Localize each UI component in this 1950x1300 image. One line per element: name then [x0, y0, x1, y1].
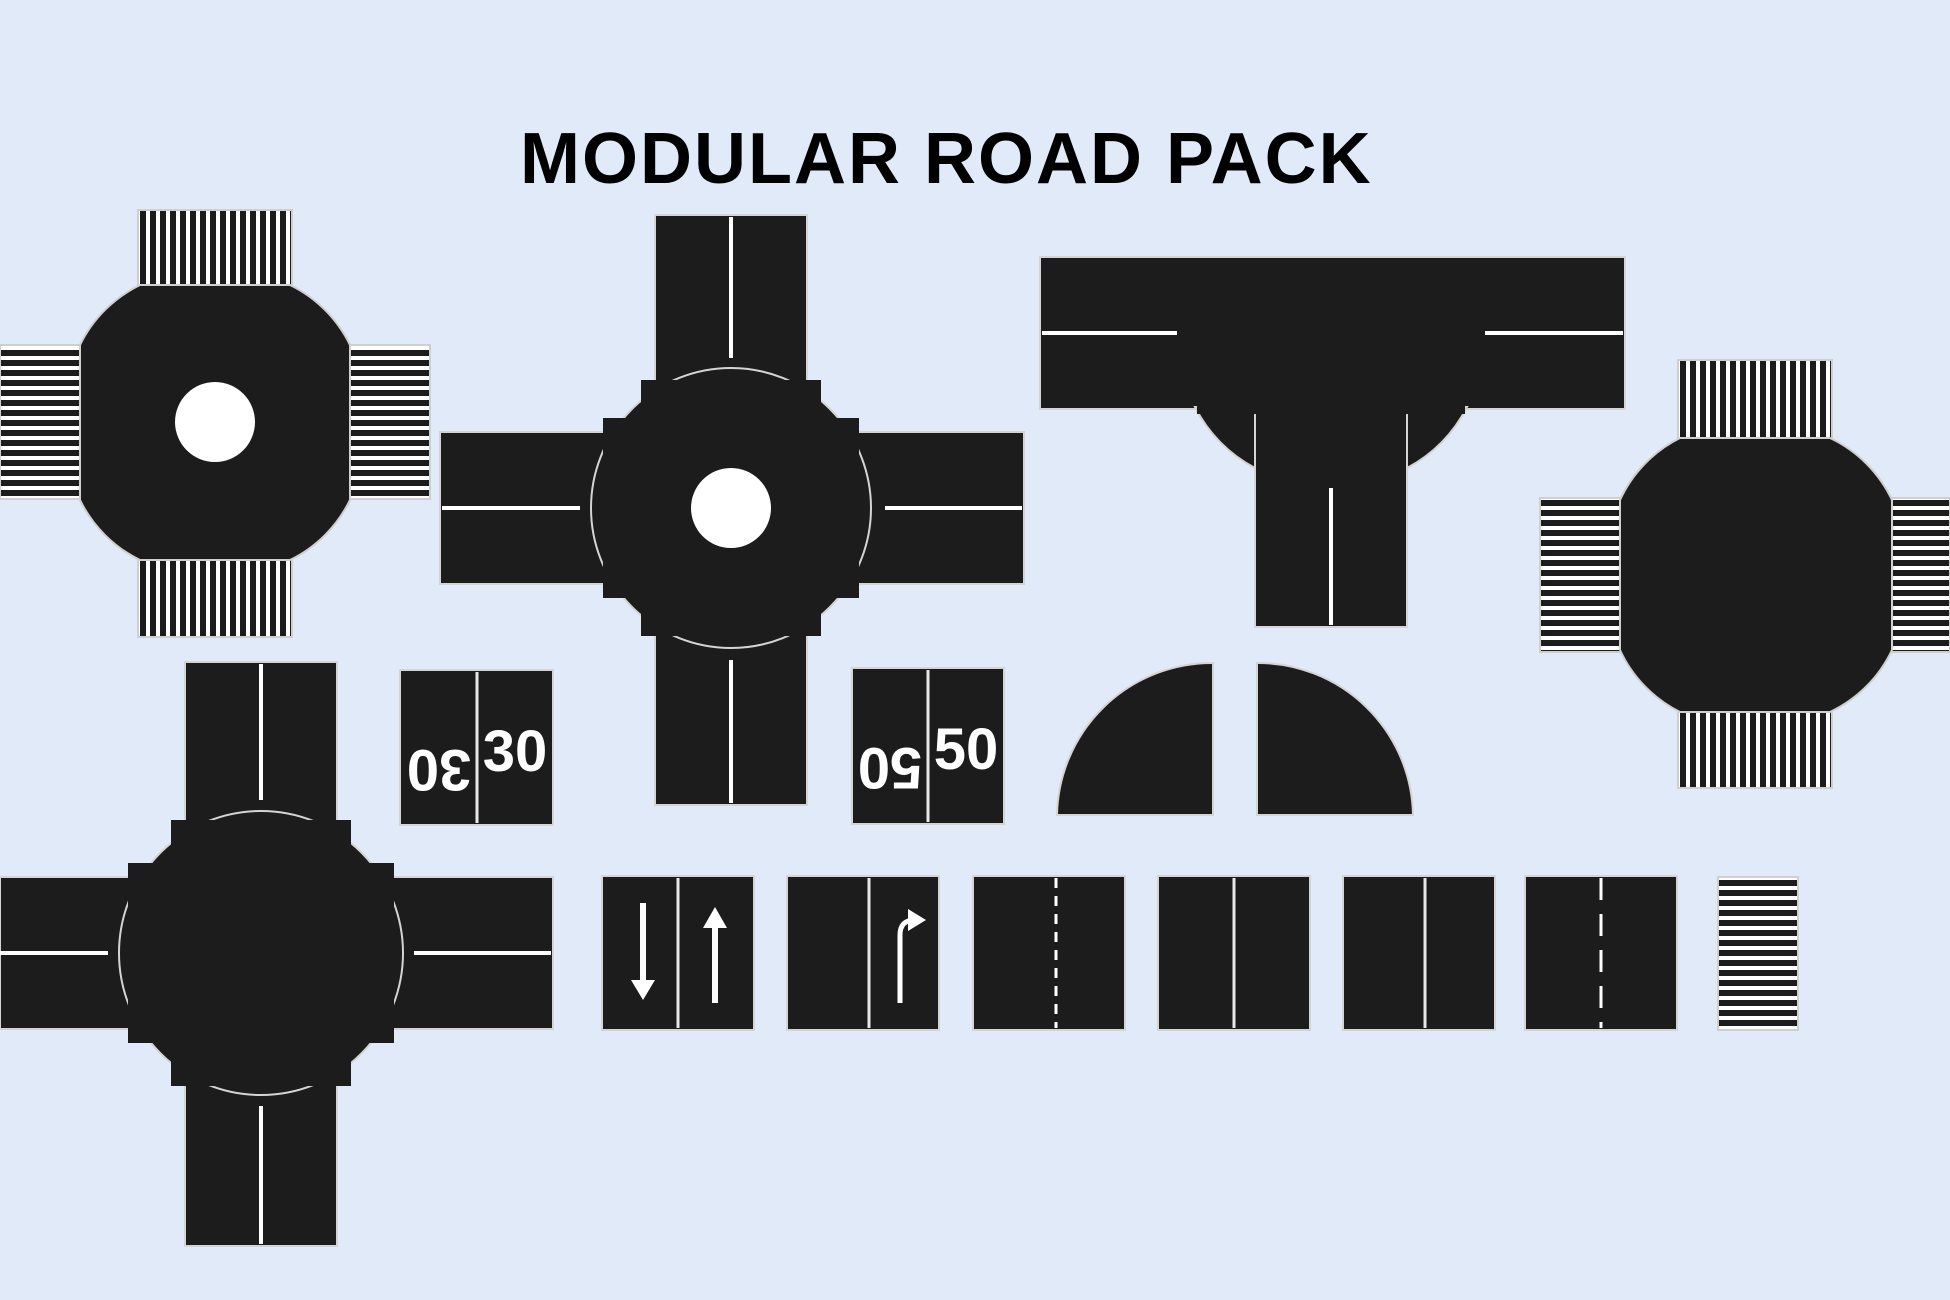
t-junction-tile[interactable] [1039, 256, 1626, 628]
crosswalk-north [1677, 359, 1833, 443]
corner-fillet [1193, 406, 1256, 470]
crosswalk-east [347, 344, 431, 500]
roundabout-four-way-tile[interactable] [439, 214, 1025, 806]
crosswalk-west [1539, 497, 1623, 653]
crosswalk-west [0, 344, 83, 500]
roundabout-crosswalk-tile[interactable] [0, 209, 431, 638]
roundabout-island [691, 468, 771, 548]
crosswalk-south [137, 556, 293, 638]
turn-right-arrow-icon [897, 909, 926, 1003]
intersection-body [1619, 437, 1893, 713]
crosswalk-south [1677, 707, 1833, 789]
straight-road-centerline-tile[interactable] [1524, 875, 1678, 1031]
straight-road-solid-tile[interactable] [1157, 875, 1311, 1031]
speed-50-marking-reversed: 50 [858, 735, 923, 800]
curve-quarter-tile-right[interactable] [1256, 661, 1415, 816]
junction-fill [1257, 400, 1405, 470]
roundabout-island [175, 382, 255, 462]
straight-road-dashed-tile[interactable] [972, 875, 1126, 1031]
crosswalk-tile[interactable] [1717, 876, 1799, 1031]
speed-50-marking: 50 [934, 717, 999, 782]
crosswalk-east [1889, 497, 1950, 653]
turn-right-arrow-tile[interactable] [786, 875, 940, 1031]
speed-30-marking: 30 [483, 719, 548, 784]
corner-fillet [1406, 406, 1469, 470]
straight-road-offset-tile[interactable] [1342, 875, 1496, 1031]
center-fill [128, 863, 394, 1043]
speed-limit-50-tile[interactable]: 50 50 [851, 667, 1005, 825]
speed-limit-30-tile[interactable]: 30 30 [399, 669, 554, 826]
two-way-arrows-tile[interactable] [601, 875, 755, 1031]
down-arrow-icon [631, 903, 655, 1000]
page-title: MODULAR ROAD PACK [520, 119, 1373, 199]
four-way-intersection-tile[interactable] [0, 661, 554, 1247]
curve-quarter-tile-left[interactable] [1055, 661, 1214, 816]
speed-30-marking-reversed: 30 [407, 737, 472, 802]
up-arrow-icon [703, 907, 727, 1003]
crosswalk-intersection-tile[interactable] [1539, 359, 1950, 789]
crosswalk-north [137, 209, 293, 289]
